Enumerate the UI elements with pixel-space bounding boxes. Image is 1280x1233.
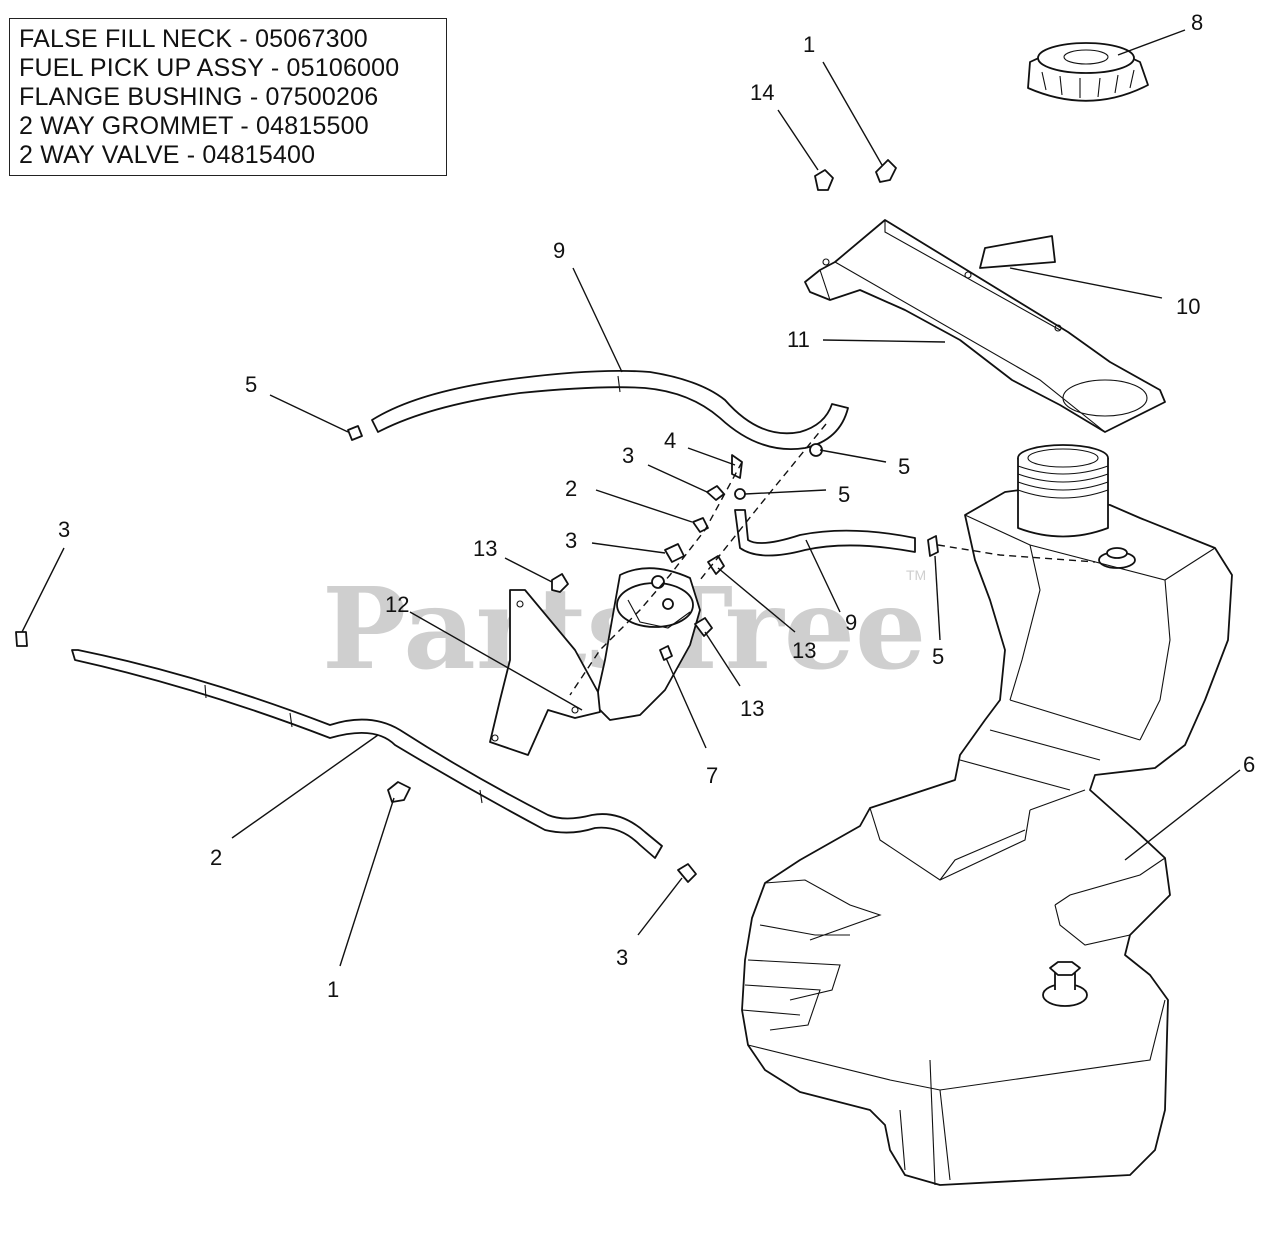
bolt-13-right-b[interactable] xyxy=(694,617,713,637)
callout-4: 4 xyxy=(664,428,676,453)
vent-hose-right[interactable] xyxy=(734,509,939,557)
callout-12: 12 xyxy=(385,592,409,617)
elbow-fitting-4[interactable] xyxy=(731,454,743,479)
legend-line-flange-bushing: FLANGE BUSHING - 07500206 xyxy=(19,83,379,111)
callout-5-mid-a: 5 xyxy=(898,454,910,479)
fuel-tank[interactable] xyxy=(741,444,1233,1186)
callout-13-right-a: 13 xyxy=(792,638,816,663)
clamp-3-bottom[interactable] xyxy=(677,863,697,883)
grommet-5-left[interactable] xyxy=(347,425,363,441)
heat-shield[interactable] xyxy=(804,219,1166,433)
parts-legend-box: FALSE FILL NECK - 05067300 FUEL PICK UP … xyxy=(9,18,447,176)
callout-13-right-b: 13 xyxy=(740,696,764,721)
callout-11: 11 xyxy=(787,327,810,352)
callout-5-left: 5 xyxy=(245,372,257,397)
callout-8: 8 xyxy=(1191,10,1203,35)
callout-1-bottom: 1 xyxy=(327,977,339,1002)
clamp-3-mid-b[interactable] xyxy=(664,543,685,563)
legend-line-2-way-valve: 2 WAY VALVE - 04815400 xyxy=(19,141,316,169)
assembly-line-c xyxy=(937,544,1096,563)
screw-14[interactable] xyxy=(814,169,834,191)
callout-5-mid-b: 5 xyxy=(838,482,850,507)
callout-1-top: 1 xyxy=(803,32,815,57)
callout-13-left: 13 xyxy=(473,536,497,561)
bolt-13-left[interactable] xyxy=(551,573,569,593)
carbon-canister[interactable] xyxy=(594,567,701,721)
callout-6: 6 xyxy=(1243,752,1255,777)
fuel-cap[interactable] xyxy=(1027,42,1149,102)
vent-hose-upper[interactable] xyxy=(371,369,849,450)
callout-9-top: 9 xyxy=(553,238,565,263)
fitting-7[interactable] xyxy=(659,645,673,661)
hose-clamp-bottom[interactable] xyxy=(387,781,411,803)
leader-lines xyxy=(21,29,1241,967)
callout-3-bottom: 3 xyxy=(616,945,628,970)
callout-3-mid-b: 3 xyxy=(565,528,577,553)
callout-7: 7 xyxy=(706,763,718,788)
clamp-3-mid[interactable] xyxy=(706,485,725,501)
canister-bracket[interactable] xyxy=(489,589,601,756)
callout-3-mid: 3 xyxy=(622,443,634,468)
valve-2-mid[interactable] xyxy=(692,517,709,533)
callout-14: 14 xyxy=(750,80,774,105)
callout-9-right: 9 xyxy=(845,610,857,635)
grommet-5-mid[interactable] xyxy=(734,488,746,500)
assembly-line-b xyxy=(699,423,827,581)
watermark-tm: TM xyxy=(906,567,926,583)
assembly-line-a xyxy=(569,461,743,696)
clamp-3-left[interactable] xyxy=(15,631,28,647)
callout-2-mid: 2 xyxy=(565,476,577,501)
legend-line-2-way-grommet: 2 WAY GROMMET - 04815500 xyxy=(19,112,369,140)
callout-2-bottom: 2 xyxy=(210,845,222,870)
heat-shield-decal[interactable] xyxy=(979,235,1056,269)
callout-5-right: 5 xyxy=(932,644,944,669)
callout-10: 10 xyxy=(1176,294,1200,319)
fuel-line[interactable] xyxy=(71,649,663,859)
legend-line-fuel-pick-up-assy: FUEL PICK UP ASSY - 05106000 xyxy=(19,54,400,82)
hose-clamp-top[interactable] xyxy=(875,159,897,183)
legend-line-false-fill-neck: FALSE FILL NECK - 05067300 xyxy=(19,25,368,53)
callout-3-left: 3 xyxy=(58,517,70,542)
